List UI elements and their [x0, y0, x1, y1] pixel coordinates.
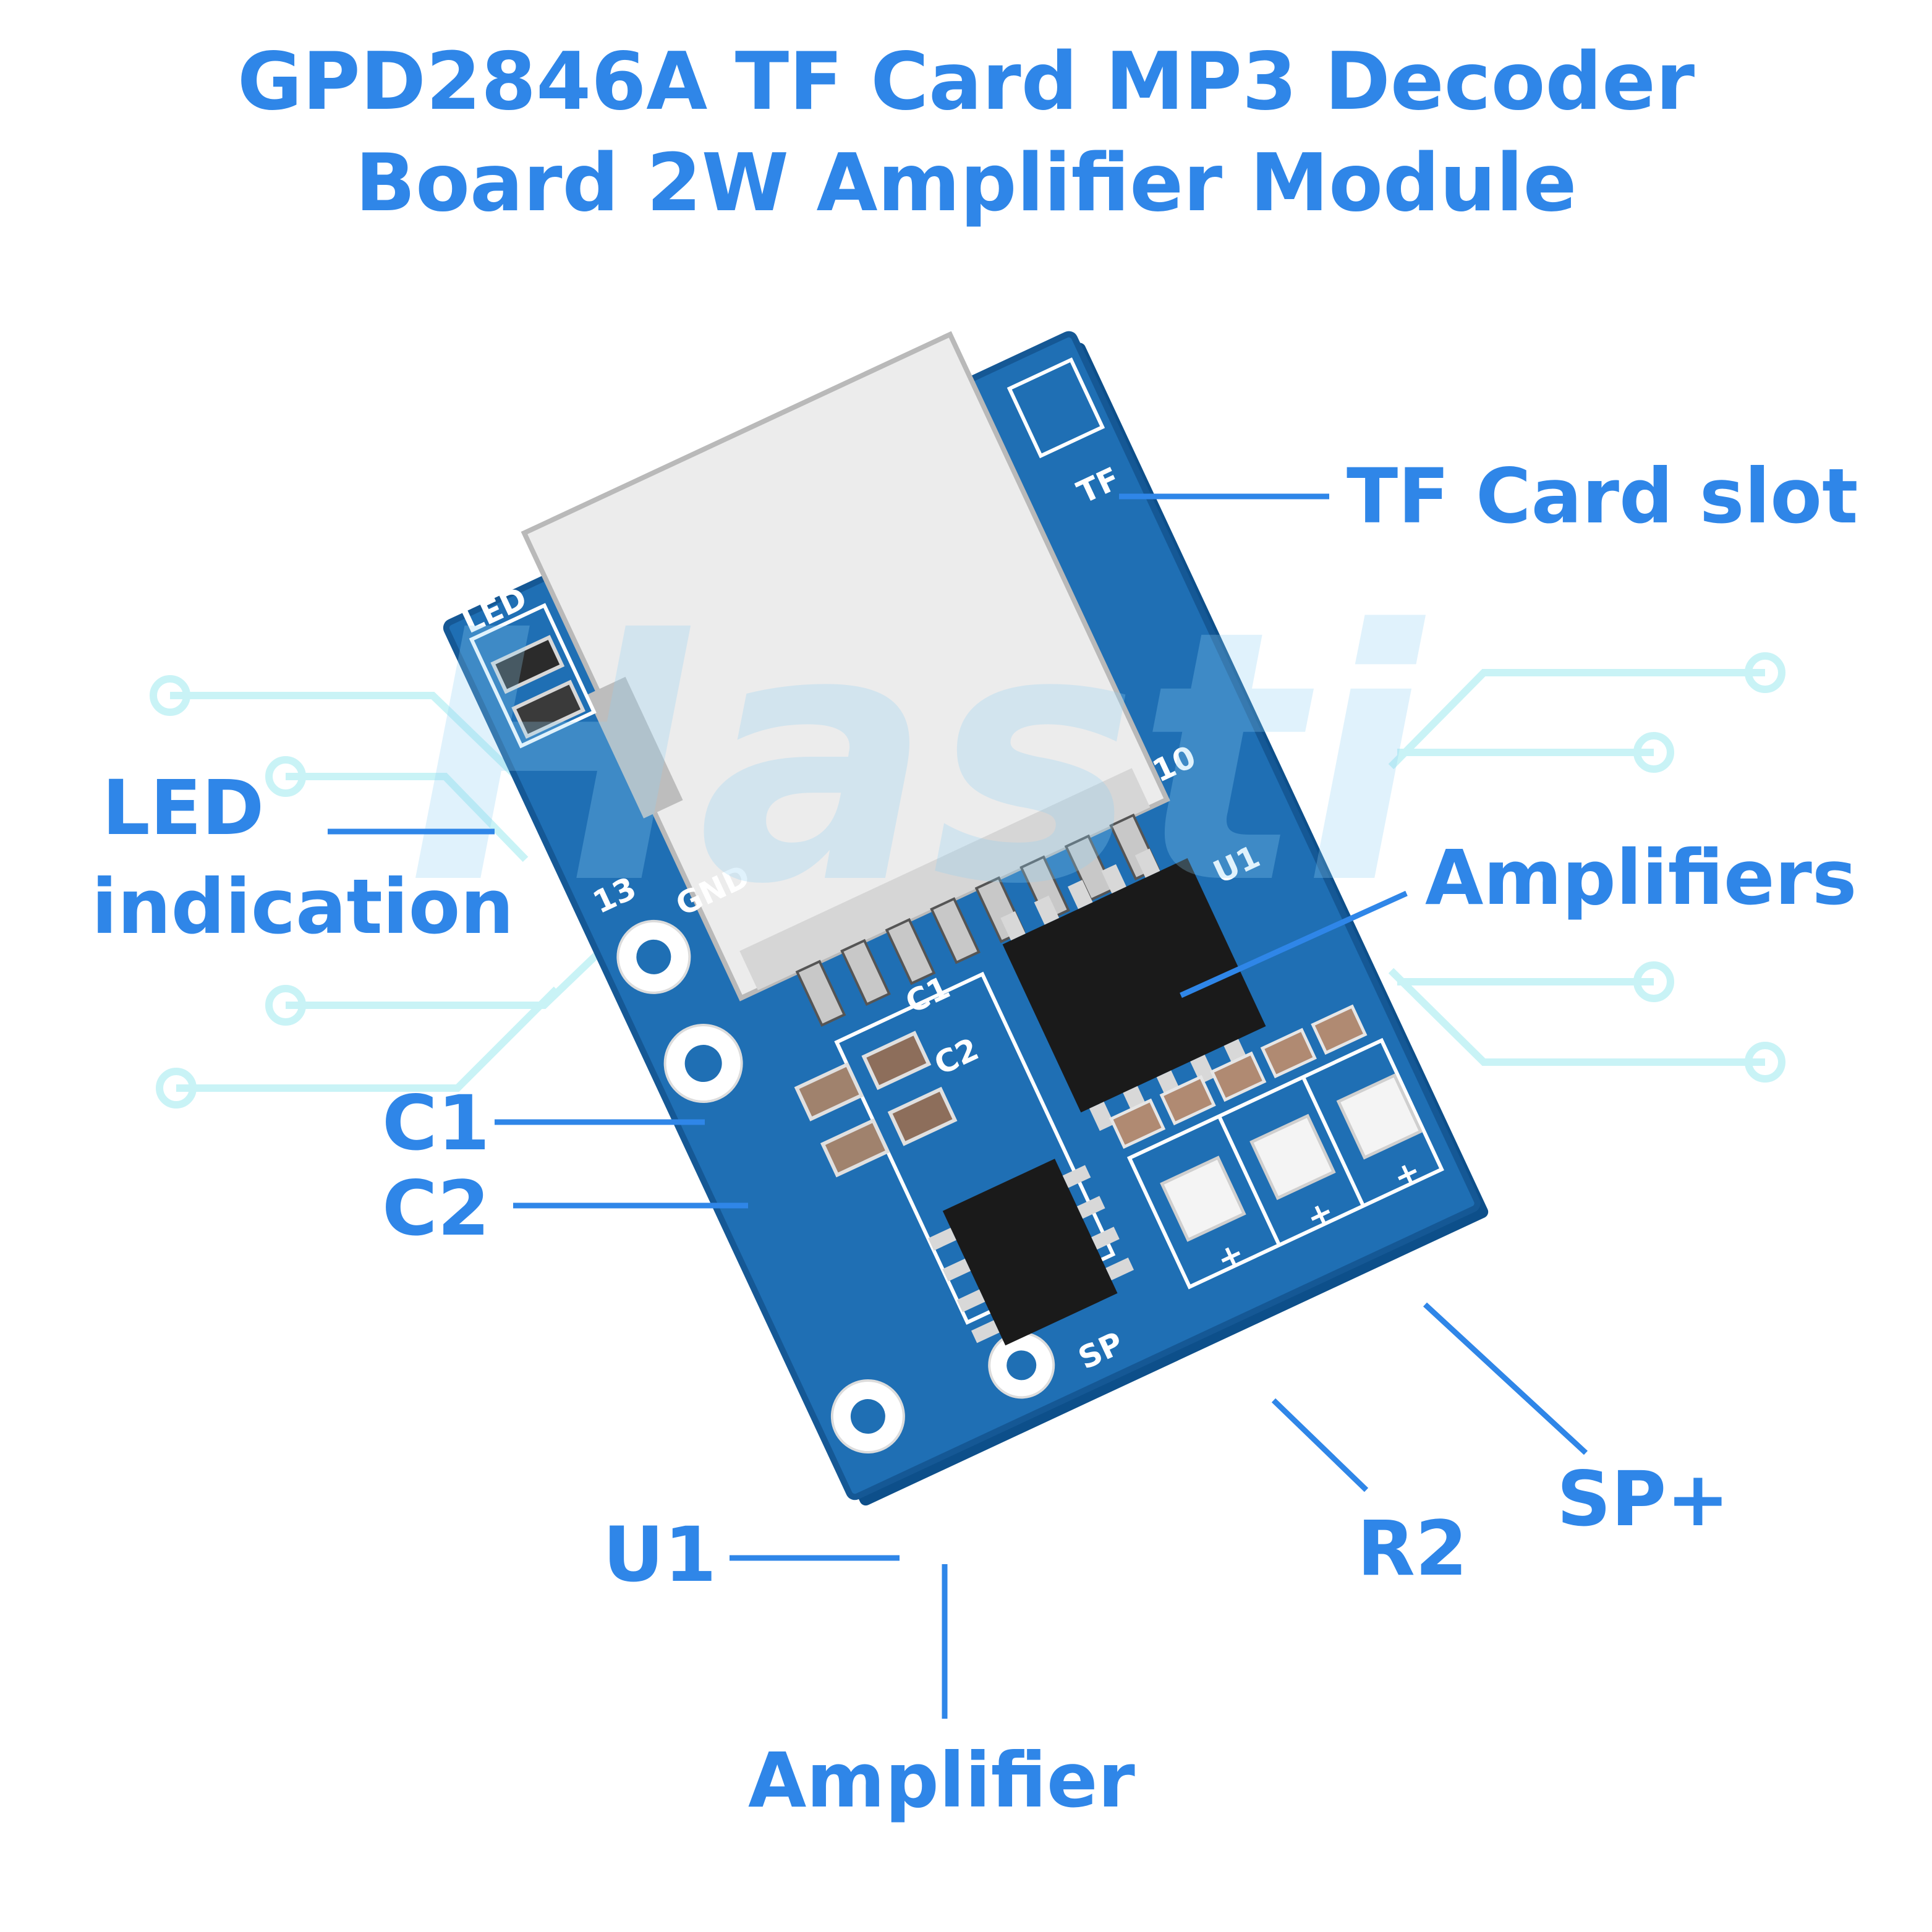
capacitor-c2 — [820, 1118, 890, 1178]
callout-led-indication: indication — [91, 863, 514, 951]
callout-amplifiers: Amplifiers — [1425, 834, 1857, 922]
amplifier-chip-u1 — [928, 1159, 1134, 1346]
title-line-1: GPD2846A TF Card MP3 Decoder — [237, 36, 1695, 128]
callout-c1: C1 — [382, 1079, 490, 1167]
led-indicator — [490, 634, 585, 739]
title-line-2: Board 2W Amplifier Module — [355, 137, 1577, 229]
decorative-connector-lines — [150, 652, 1785, 1109]
callout-tf-card-slot: TF Card slot — [1347, 453, 1858, 540]
pcb-board: LED TF 13 10 GND U1 C1 C2 SP + + + — [443, 331, 1489, 1506]
callout-r2: R2 — [1357, 1505, 1468, 1593]
callout-c2: C2 — [382, 1165, 490, 1253]
callout-u1: U1 — [603, 1511, 717, 1599]
speaker-pads — [1160, 1073, 1423, 1242]
callout-leader-lines — [328, 493, 1588, 1719]
tf-card-slot — [521, 331, 1170, 1027]
capacitor-c1 — [794, 1062, 864, 1121]
watermark-logo: Hasti — [408, 557, 1428, 960]
callout-amplifier: Amplifier — [748, 1737, 1135, 1824]
callout-sp-plus: SP+ — [1557, 1455, 1730, 1543]
callout-led: LED — [102, 764, 265, 852]
